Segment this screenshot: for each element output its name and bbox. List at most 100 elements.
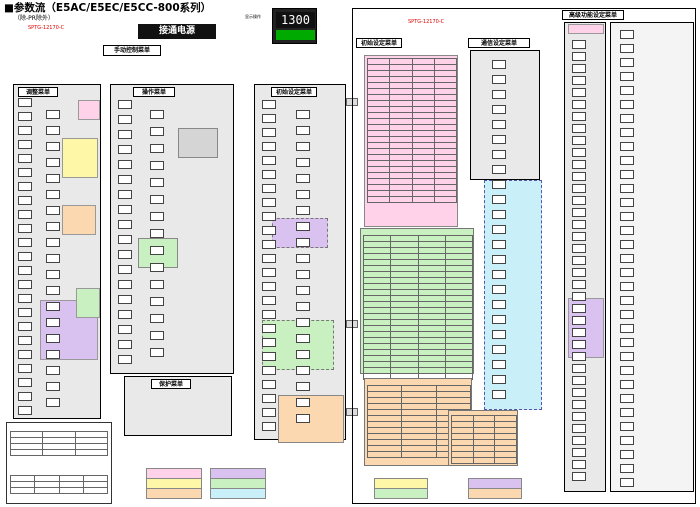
legend-key-orange bbox=[146, 488, 202, 499]
parameter-item bbox=[620, 394, 634, 403]
parameter-item bbox=[118, 100, 132, 109]
parameter-item bbox=[492, 90, 506, 99]
parameter-item bbox=[262, 352, 276, 361]
parameter-item bbox=[118, 235, 132, 244]
parameter-item bbox=[492, 195, 506, 204]
parameter-item bbox=[572, 40, 586, 49]
parameter-item bbox=[572, 52, 586, 61]
display-label: 显示操作 bbox=[245, 14, 261, 19]
page-title: ■参数流（E5AC/E5EC/E5CC-800系列） bbox=[4, 2, 212, 14]
parameter-item bbox=[150, 331, 164, 340]
parameter-item bbox=[262, 408, 276, 417]
parameter-item bbox=[262, 422, 276, 431]
orange-table-2 bbox=[448, 410, 518, 466]
parameter-item bbox=[620, 58, 634, 67]
parameter-item bbox=[572, 136, 586, 145]
legend-key-right-green bbox=[374, 488, 428, 499]
adjust-pink-block bbox=[78, 100, 100, 120]
parameter-item bbox=[492, 135, 506, 144]
parameter-item bbox=[572, 88, 586, 97]
parameter-item bbox=[150, 212, 164, 221]
parameter-item bbox=[620, 352, 634, 361]
parameter-item bbox=[620, 240, 634, 249]
parameter-item bbox=[150, 246, 164, 255]
parameter-item bbox=[492, 210, 506, 219]
parameter-item bbox=[18, 224, 32, 233]
parameter-item bbox=[492, 165, 506, 174]
parameter-item bbox=[46, 302, 60, 311]
parameter-item bbox=[492, 180, 506, 189]
parameter-item bbox=[46, 398, 60, 407]
parameter-item bbox=[18, 210, 32, 219]
parameter-item bbox=[296, 126, 310, 135]
parameter-item bbox=[118, 130, 132, 139]
parameter-item bbox=[46, 142, 60, 151]
parameter-item bbox=[492, 120, 506, 129]
parameter-item bbox=[620, 30, 634, 39]
parameter-item bbox=[18, 154, 32, 163]
parameter-item bbox=[118, 205, 132, 214]
parameter-item bbox=[46, 270, 60, 279]
parameter-item bbox=[572, 76, 586, 85]
protect-menu-panel: 保护菜单 bbox=[124, 376, 232, 436]
parameter-item bbox=[262, 324, 276, 333]
parameter-item bbox=[262, 338, 276, 347]
initial-pink-table bbox=[364, 55, 458, 227]
parameter-item bbox=[620, 128, 634, 137]
parameter-item bbox=[118, 355, 132, 364]
parameter-item bbox=[572, 220, 586, 229]
parameter-item bbox=[150, 229, 164, 238]
parameter-item bbox=[572, 424, 586, 433]
parameter-item bbox=[262, 240, 276, 249]
parameter-item bbox=[296, 366, 310, 375]
parameter-item bbox=[620, 282, 634, 291]
parameter-item bbox=[18, 140, 32, 149]
parameter-item bbox=[492, 375, 506, 384]
parameter-item bbox=[620, 170, 634, 179]
parameter-item bbox=[296, 238, 310, 247]
parameter-item bbox=[572, 412, 586, 421]
parameter-item bbox=[620, 408, 634, 417]
parameter-item bbox=[262, 380, 276, 389]
parameter-item bbox=[262, 114, 276, 123]
parameter-item bbox=[18, 182, 32, 191]
parameter-item bbox=[18, 350, 32, 359]
parameter-item bbox=[46, 110, 60, 119]
parameter-item bbox=[150, 178, 164, 187]
parameter-item bbox=[150, 280, 164, 289]
parameter-item bbox=[262, 128, 276, 137]
operation-menu-header: 操作菜单 bbox=[133, 87, 175, 97]
parameter-item bbox=[296, 382, 310, 391]
parameter-item bbox=[46, 222, 60, 231]
parameter-item bbox=[492, 270, 506, 279]
parameter-item bbox=[18, 364, 32, 373]
parameter-item bbox=[572, 292, 586, 301]
parameter-item bbox=[492, 150, 506, 159]
parameter-item bbox=[18, 336, 32, 345]
parameter-item bbox=[262, 268, 276, 277]
legend-key-right-orange bbox=[468, 488, 522, 499]
power-on-box: 接通电源 bbox=[138, 24, 216, 39]
parameter-item bbox=[262, 142, 276, 151]
parameter-item bbox=[296, 174, 310, 183]
parameter-item bbox=[620, 184, 634, 193]
parameter-item bbox=[262, 310, 276, 319]
parameter-item bbox=[296, 206, 310, 215]
parameter-item bbox=[18, 406, 32, 415]
parameter-item bbox=[492, 60, 506, 69]
parameter-item bbox=[572, 184, 586, 193]
parameter-item bbox=[572, 388, 586, 397]
parameter-item bbox=[492, 105, 506, 114]
legend-table-left bbox=[6, 422, 112, 504]
display-value: 1300 bbox=[276, 12, 315, 28]
comm-menu-header: 通信设定菜单 bbox=[468, 38, 530, 48]
parameter-item bbox=[150, 297, 164, 306]
parameter-item bbox=[46, 334, 60, 343]
parameter-item bbox=[262, 170, 276, 179]
parameter-item bbox=[150, 314, 164, 323]
parameter-item bbox=[572, 124, 586, 133]
initial-menu-header: 初始设定菜单 bbox=[271, 87, 317, 97]
parameter-item bbox=[262, 184, 276, 193]
parameter-item bbox=[46, 382, 60, 391]
parameter-item bbox=[262, 366, 276, 375]
